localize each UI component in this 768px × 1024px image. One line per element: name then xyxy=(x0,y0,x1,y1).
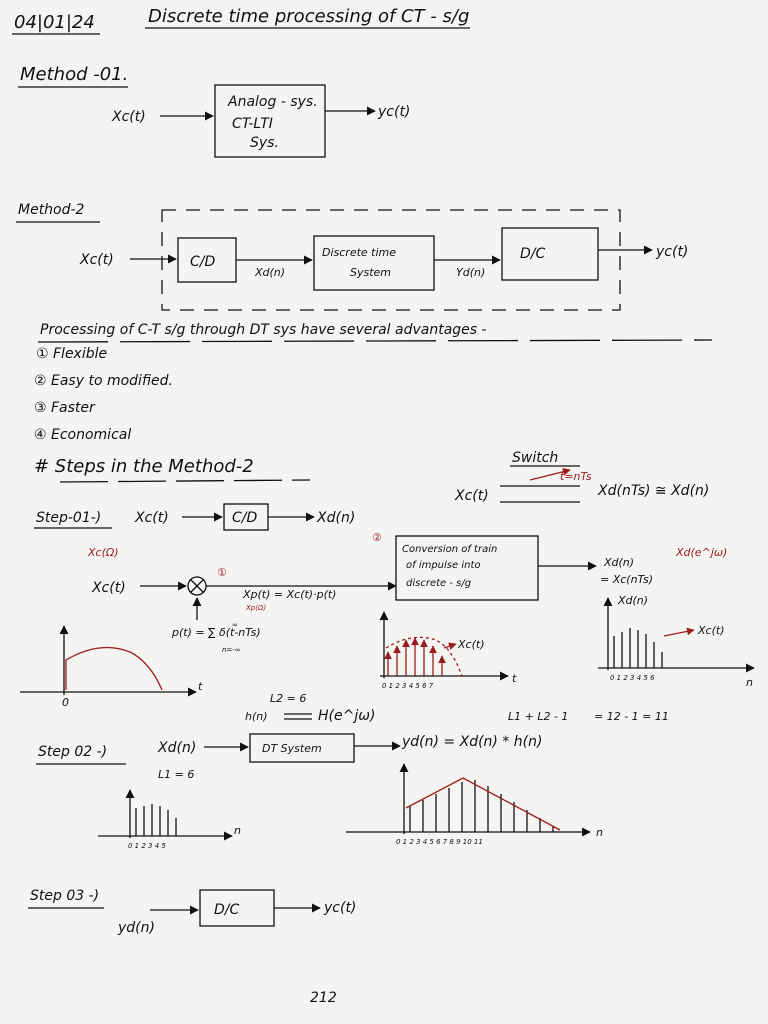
conv-line2: of impulse into xyxy=(406,560,481,571)
plot-xp-impulses: 0 1 2 3 4 5 6 7 Xc(t) t xyxy=(379,611,517,690)
step3-box: D/C xyxy=(214,902,239,918)
advantage-1: ① Flexible xyxy=(36,346,107,362)
step1-cd: C/D xyxy=(232,510,257,526)
plot3-ticks: 0 1 2 3 4 5 6 xyxy=(610,674,655,682)
xd-eq1-red: Xd(e^jω) xyxy=(675,546,727,559)
method1-box-line3: Sys. xyxy=(250,135,279,151)
method2-label: Method-2 xyxy=(18,202,85,218)
xd-eq1: Xd(n) xyxy=(603,556,634,569)
conv-line3: discrete - s/g xyxy=(406,578,471,589)
method2-cd: C/D xyxy=(190,254,215,270)
lsum-val: = 12 - 1 = 11 xyxy=(594,710,669,723)
page-number: 212 xyxy=(310,990,337,1006)
switch-t: t=nTs xyxy=(560,470,592,483)
method2-output: yc(t) xyxy=(655,244,688,260)
multiplier-cross-b xyxy=(190,579,204,593)
step2-box: DT System xyxy=(262,742,322,755)
method2-dt-line1: Discrete time xyxy=(322,246,396,259)
xc-omega: Xc(Ω) xyxy=(87,546,119,559)
circle-1: ① xyxy=(217,566,227,579)
date: 04|01|24 xyxy=(14,12,95,33)
switch-red-arrow xyxy=(529,467,571,481)
dc-box xyxy=(501,227,599,281)
step2-output: yd(n) = Xd(n) * h(n) xyxy=(401,734,542,750)
method2-yd: Yd(n) xyxy=(456,266,485,279)
step1-input: Xc(t) xyxy=(134,510,169,526)
switch-label: Switch xyxy=(512,450,558,466)
xc-t: Xc(t) xyxy=(91,580,126,596)
plot-yd-convolution: 0 1 2 3 4 5 6 7 8 9 10 11 n xyxy=(346,763,603,846)
hw: H(e^jω) xyxy=(318,708,375,724)
step1-label: Step-01-) xyxy=(36,510,101,526)
impulse-train: p(t) = ∑ δ(t-nTs) xyxy=(171,626,261,639)
plot2-xc: Xc(t) xyxy=(457,638,484,651)
plot1-origin: 0 xyxy=(62,696,69,709)
plot3-label: Xd(n) xyxy=(617,594,648,607)
step2-label: Step 02 -) xyxy=(38,744,107,760)
plot3-xc: Xc(t) xyxy=(697,624,724,637)
method1-output: yc(t) xyxy=(377,104,410,120)
method2-dashed-frame xyxy=(161,209,621,311)
conv-line1: Conversion of train xyxy=(402,544,497,555)
advantage-3: ③ Faster xyxy=(34,400,96,416)
plot-xd-discrete: Xd(n) Xc(t) 0 1 2 3 4 5 6 n xyxy=(598,594,755,689)
hn: h(n) xyxy=(245,710,268,723)
plot1-t: t xyxy=(198,680,203,693)
plot2-t: t xyxy=(512,672,517,685)
advantage-4: ④ Economical xyxy=(34,427,131,443)
sum-lower-limit: n=-∞ xyxy=(222,646,241,654)
method1-input: Xc(t) xyxy=(111,109,146,125)
method2-input: Xc(t) xyxy=(79,252,114,268)
method1-box-line1: Analog - sys. xyxy=(227,94,318,110)
steps-heading: # Steps in the Method-2 xyxy=(34,456,254,477)
s2plot2-ticks: 0 1 2 3 4 5 6 7 8 9 10 11 xyxy=(396,838,483,846)
s2plot1-n: n xyxy=(234,824,241,837)
xp-equation: Xp(t) = Xc(t)·p(t) xyxy=(242,588,336,601)
lsum: L1 + L2 - 1 xyxy=(508,710,568,723)
advantage-2: ② Easy to modified. xyxy=(34,373,173,389)
dt-system-box xyxy=(313,235,435,291)
plot-xc-continuous: 0 t xyxy=(20,625,203,709)
conversion-box xyxy=(395,535,539,601)
s2plot2-n: n xyxy=(596,826,603,839)
plot2-ticks: 0 1 2 3 4 5 6 7 xyxy=(382,682,434,690)
dt-system-box-2 xyxy=(249,733,355,763)
plot3-n: n xyxy=(746,676,753,689)
plot-xd-step2: 0 1 2 3 4 5 n xyxy=(98,789,241,850)
switch-output: Xd(nTs) ≅ Xd(n) xyxy=(597,483,709,499)
method1-label: Method -01. xyxy=(20,64,128,85)
page-title: Discrete time processing of CT - s/g xyxy=(148,6,469,27)
method2-dt-line2: System xyxy=(350,266,391,279)
step3-input: yd(n) xyxy=(117,920,155,936)
sum-upper-limit: ∞ xyxy=(232,621,238,629)
advantages-heading: Processing of C-T s/g through DT sys hav… xyxy=(40,322,487,338)
circle-2: ② xyxy=(372,531,382,544)
method2-dc: D/C xyxy=(520,246,545,262)
s2plot1-ticks: 0 1 2 3 4 5 xyxy=(128,842,166,850)
analog-system-box xyxy=(214,84,326,158)
step2-input: Xd(n) xyxy=(157,740,196,756)
method2-xd: Xd(n) xyxy=(254,266,285,279)
step3-output: yc(t) xyxy=(323,900,356,916)
step3-label: Step 03 -) xyxy=(30,888,99,904)
switch-input: Xc(t) xyxy=(454,488,489,504)
xp-omega: Xp(Ω) xyxy=(245,604,266,612)
method1-box-line2: CT-LTI xyxy=(232,116,273,132)
steps-underline xyxy=(59,479,311,483)
advantages-underline xyxy=(37,339,713,343)
step1-output: Xd(n) xyxy=(316,510,355,526)
xd-eq2: = Xc(nTs) xyxy=(600,573,653,586)
l2: L2 = 6 xyxy=(270,692,306,705)
l1: L1 = 6 xyxy=(158,768,194,781)
